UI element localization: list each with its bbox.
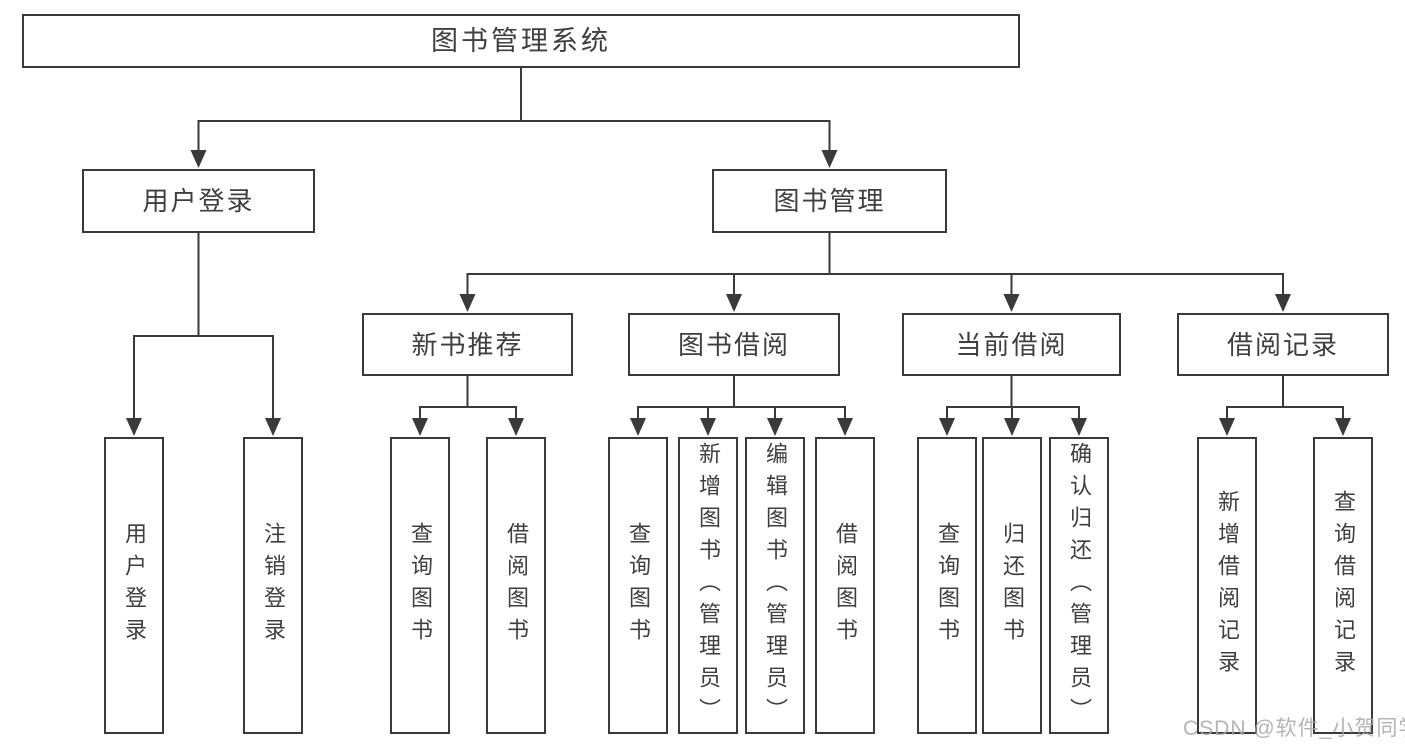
arrowheads-leaves <box>412 418 1351 436</box>
leaf-logout: 注销登录 <box>243 437 303 734</box>
leaf-label: 查询图书 <box>935 521 960 650</box>
arrowheads-level3 <box>459 294 1291 312</box>
arrowheads-login-leaves <box>126 418 281 436</box>
leaf-label: 查询图书 <box>408 521 433 650</box>
connector-login-to-leaves <box>133 233 274 420</box>
leaf-bb-borrow-book: 借阅图书 <box>815 437 875 734</box>
node-user-login: 用户登录 <box>82 169 315 233</box>
leaf-label: 新增借阅记录 <box>1215 489 1240 682</box>
csdn-watermark: CSDN @软件_小贺同学 <box>1183 717 1405 740</box>
leaf-cb-query-book: 查询图书 <box>917 437 977 734</box>
node-book-borrow: 图书借阅 <box>628 313 840 376</box>
leaf-bb-query-book: 查询图书 <box>608 437 668 734</box>
node-book-management: 图书管理 <box>712 169 947 233</box>
connector-level3-to-leaves <box>419 376 1344 420</box>
leaf-label: 归还图书 <box>1000 521 1025 650</box>
leaf-bb-edit-book-admin: 编辑图书（管理员） <box>745 437 805 734</box>
node-current-borrow: 当前借阅 <box>902 313 1121 376</box>
leaf-cb-confirm-return-admin: 确认归还（管理员） <box>1049 437 1109 734</box>
connector-mgmt-to-level3 <box>466 233 1284 296</box>
leaf-br-add-record: 新增借阅记录 <box>1197 437 1257 734</box>
leaf-label: 查询图书 <box>626 521 651 650</box>
leaf-user-login: 用户登录 <box>104 437 164 734</box>
leaf-label: 注销登录 <box>261 521 286 650</box>
connector-root-to-level2 <box>197 68 831 152</box>
leaf-cb-return-book: 归还图书 <box>982 437 1042 734</box>
leaf-nbr-borrow-book: 借阅图书 <box>486 437 546 734</box>
leaf-label: 新增图书（管理员） <box>696 441 721 730</box>
leaf-label: 确认归还（管理员） <box>1067 441 1092 730</box>
node-root-system: 图书管理系统 <box>22 14 1020 68</box>
leaf-nbr-query-book: 查询图书 <box>390 437 450 734</box>
leaf-label: 借阅图书 <box>833 521 858 650</box>
node-borrow-record: 借阅记录 <box>1177 313 1389 376</box>
leaf-br-query-record: 查询借阅记录 <box>1313 437 1373 734</box>
leaf-label: 用户登录 <box>122 521 147 650</box>
node-new-book-recommend: 新书推荐 <box>362 313 573 376</box>
leaf-bb-add-book-admin: 新增图书（管理员） <box>678 437 738 734</box>
leaf-label: 查询借阅记录 <box>1331 489 1356 682</box>
leaf-label: 借阅图书 <box>504 521 529 650</box>
leaf-label: 编辑图书（管理员） <box>763 441 788 730</box>
arrowheads-level2 <box>190 150 838 168</box>
